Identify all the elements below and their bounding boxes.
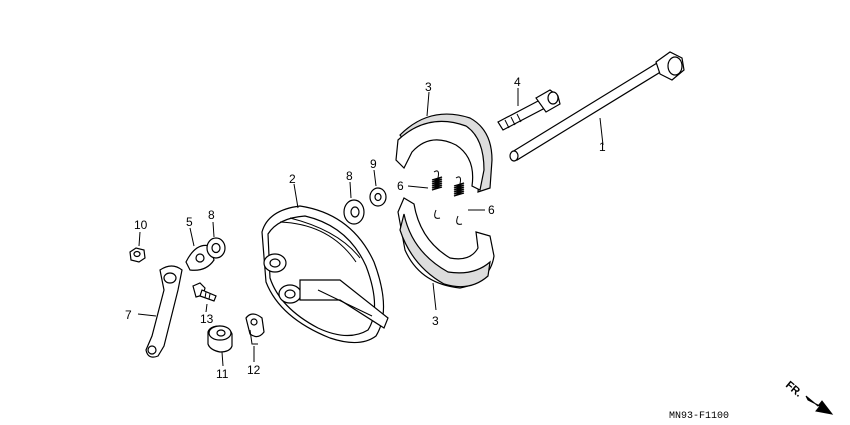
callout-2: 2 bbox=[289, 172, 296, 186]
seal-left-part-8 bbox=[206, 221, 226, 259]
callout-11: 11 bbox=[216, 367, 229, 381]
callout-9: 9 bbox=[370, 157, 377, 171]
front-direction-label: FR. bbox=[783, 379, 804, 400]
washer-part-9 bbox=[369, 169, 387, 207]
callout-13: 13 bbox=[200, 312, 214, 326]
bolt-part-13 bbox=[192, 282, 217, 313]
callout-3-lower: 3 bbox=[432, 314, 439, 328]
callout-7: 7 bbox=[125, 308, 132, 322]
spring-right-part-6 bbox=[453, 176, 485, 225]
callout-10: 10 bbox=[134, 218, 148, 232]
brake-shoe-lower-part-3 bbox=[397, 197, 495, 311]
callout-3-upper: 3 bbox=[425, 80, 432, 94]
callout-8-center: 8 bbox=[346, 169, 353, 183]
collar-part-11 bbox=[207, 325, 233, 367]
spring-left-part-6 bbox=[407, 170, 443, 219]
callout-4: 4 bbox=[514, 75, 521, 89]
axle-part-1 bbox=[509, 51, 685, 162]
nut-part-10 bbox=[129, 231, 146, 263]
front-direction-indicator: FR. bbox=[783, 379, 834, 415]
brake-arm-part-7 bbox=[137, 265, 183, 358]
brake-panel-part-2 bbox=[261, 183, 389, 344]
callout-12: 12 bbox=[247, 363, 261, 377]
front-direction-arrow-icon bbox=[805, 395, 834, 415]
callout-8-left: 8 bbox=[208, 208, 215, 222]
clip-part-12 bbox=[245, 313, 265, 362]
callout-5: 5 bbox=[186, 215, 193, 229]
brake-shoe-upper-part-3 bbox=[395, 91, 493, 193]
callout-1: 1 bbox=[599, 140, 606, 154]
brake-cam-part-4 bbox=[497, 88, 561, 131]
callout-6-right: 6 bbox=[488, 203, 495, 217]
diagram-code: MN93-F1100 bbox=[669, 411, 729, 422]
callout-6-left: 6 bbox=[397, 179, 404, 193]
seal-center-part-8 bbox=[343, 181, 365, 225]
